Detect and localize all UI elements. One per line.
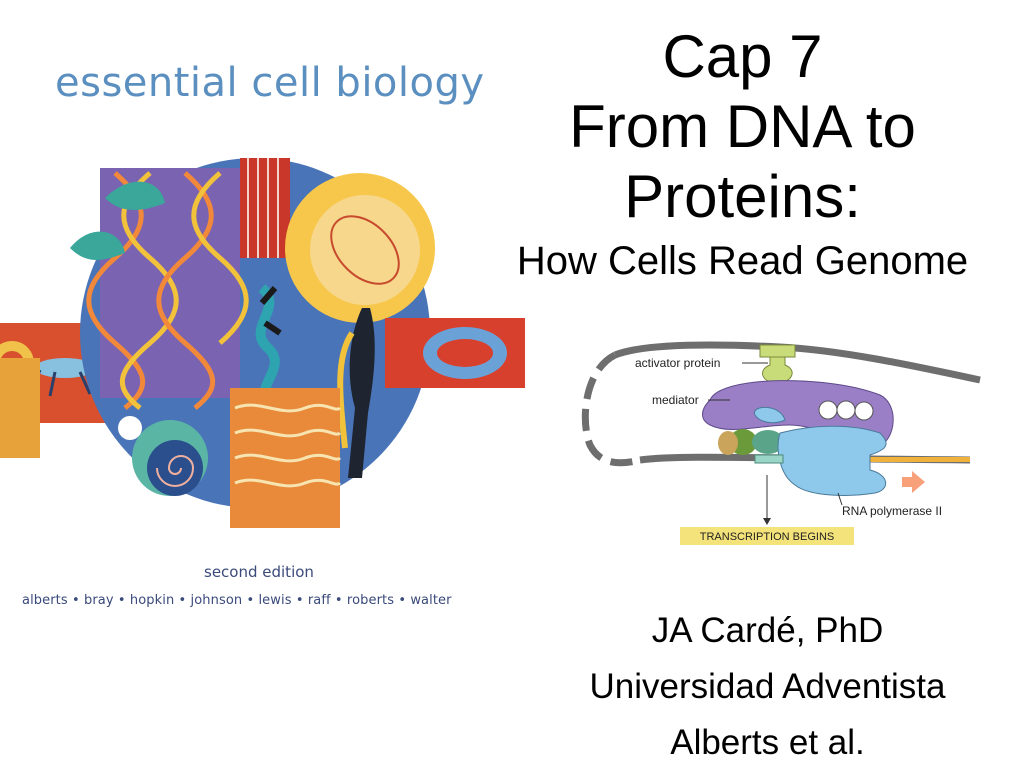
down-arrow-icon [763, 518, 771, 525]
book-authors: alberts • bray • hopkin • johnson • lewi… [22, 593, 452, 608]
rna-transcript [795, 457, 970, 462]
cover-artwork [0, 158, 525, 528]
title-line: Cap 7 [662, 23, 823, 90]
presenter-source: Alberts et al. [670, 723, 865, 762]
title-line: From DNA to [569, 93, 916, 160]
slide-subtitle: How Cells Read Genome [516, 239, 969, 283]
presenter-block: JA Cardé, PhD Universidad Adventista Alb… [520, 603, 1015, 771]
polymerase-label: RNA polymerase II [842, 504, 942, 518]
transcription-diagram: activator protein mediator RNA polymeras… [581, 341, 981, 545]
rna-polymerase [777, 425, 887, 496]
sun-icon [285, 173, 435, 323]
direction-arrow-icon [902, 471, 925, 493]
dna-helix-icon [86, 171, 249, 410]
title-line: Proteins: [624, 163, 861, 230]
mediator-label: mediator [652, 393, 699, 407]
dna-loop [581, 351, 641, 467]
presenter-name: JA Cardé, PhD [651, 611, 884, 650]
slide-title: Cap 7 From DNA to Proteins: How Cells Re… [470, 22, 1015, 286]
book-edition: second edition [204, 563, 314, 581]
book-title: essential cell biology [55, 60, 485, 106]
activator-label: activator protein [635, 356, 720, 370]
activator-protein [759, 344, 796, 384]
book-cover: essential cell biology [0, 30, 525, 620]
transcription-banner [680, 527, 854, 545]
transcription-label: TRANSCRIPTION BEGINS [700, 531, 834, 543]
presenter-institution: Universidad Adventista [589, 667, 946, 706]
